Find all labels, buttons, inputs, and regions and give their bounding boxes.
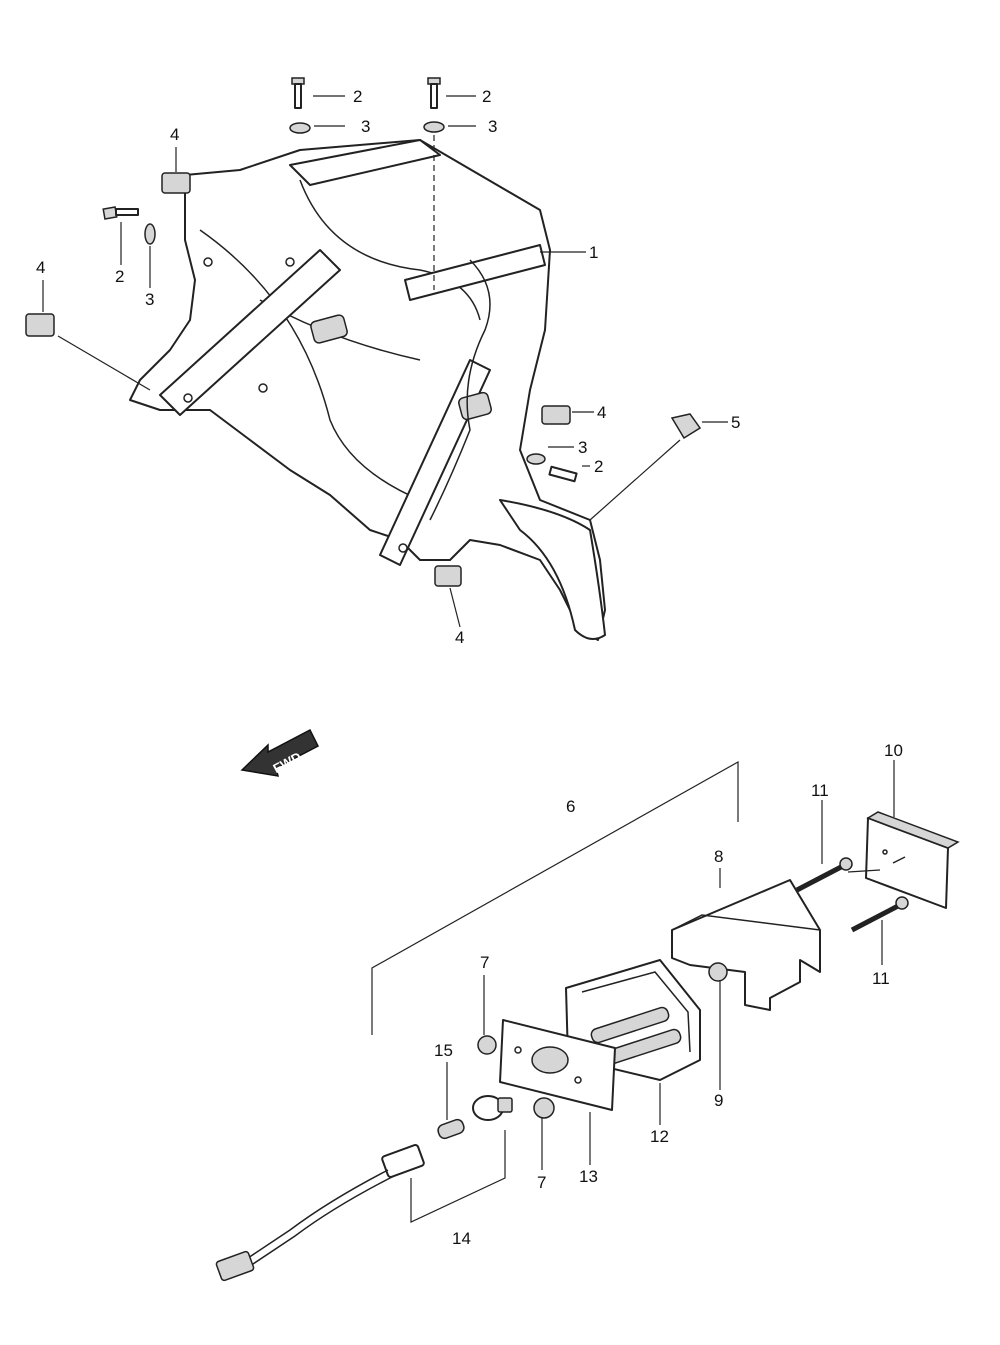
- callout-13: 13: [579, 1167, 598, 1186]
- callout-7-top: 7: [480, 953, 489, 972]
- screw-2-top-right: [427, 77, 441, 109]
- reflector-10: [865, 811, 960, 909]
- washer-3-top-left: [289, 122, 311, 134]
- screw-2-left: [102, 206, 139, 220]
- nut-4-left: [25, 313, 55, 337]
- callout-2-top-left: 2: [353, 87, 362, 106]
- callout-14: 14: [452, 1229, 471, 1248]
- callout-3-left: 3: [145, 290, 154, 309]
- clip-5: [670, 413, 702, 440]
- nut-7-bottom: [533, 1097, 555, 1119]
- callout-4-right: 4: [597, 403, 606, 422]
- lens-plate-13: [499, 1019, 616, 1111]
- bolt-11-bottom: [850, 896, 909, 933]
- callout-11-bottom: 11: [872, 969, 890, 988]
- callout-7-bottom: 7: [537, 1173, 546, 1192]
- socket-14: [472, 1095, 513, 1121]
- callout-3-top-left: 3: [361, 117, 370, 136]
- callout-11-top: 11: [811, 781, 829, 800]
- callout-4-top: 4: [170, 125, 179, 144]
- bolt-11-top: [795, 857, 853, 893]
- callout-9: 9: [714, 1091, 723, 1110]
- callout-1: 1: [589, 243, 598, 262]
- callout-4-left: 4: [36, 258, 45, 277]
- nut-4-right: [541, 405, 571, 425]
- cover-8: [671, 879, 821, 1011]
- callout-4-bottom: 4: [455, 628, 464, 647]
- callout-2-top-right: 2: [482, 87, 491, 106]
- screw-2-top-left: [291, 77, 305, 109]
- callout-3-top-right: 3: [488, 117, 497, 136]
- callout-5: 5: [731, 413, 740, 432]
- nut-4-top: [161, 172, 191, 194]
- washer-3-top-right: [423, 121, 445, 133]
- fwd-arrow-icon: FWD: [240, 728, 319, 777]
- rear-fender: [129, 139, 606, 641]
- nut-7-top: [477, 1035, 497, 1055]
- nut-4-bottom: [434, 565, 462, 587]
- wire-harness: [215, 1144, 425, 1282]
- callout-12: 12: [650, 1127, 669, 1146]
- nut-9: [708, 962, 728, 982]
- callout-2-right: 2: [594, 457, 603, 476]
- callout-2-left: 2: [115, 267, 124, 286]
- callout-10: 10: [884, 741, 903, 760]
- callout-15: 15: [434, 1041, 453, 1060]
- callout-8: 8: [714, 847, 723, 866]
- bulb-15: [437, 1118, 465, 1140]
- callout-6: 6: [566, 797, 575, 816]
- washer-3-right: [526, 453, 546, 465]
- screw-2-right: [548, 465, 578, 483]
- callout-3-right: 3: [578, 438, 587, 457]
- washer-3-left: [144, 223, 156, 245]
